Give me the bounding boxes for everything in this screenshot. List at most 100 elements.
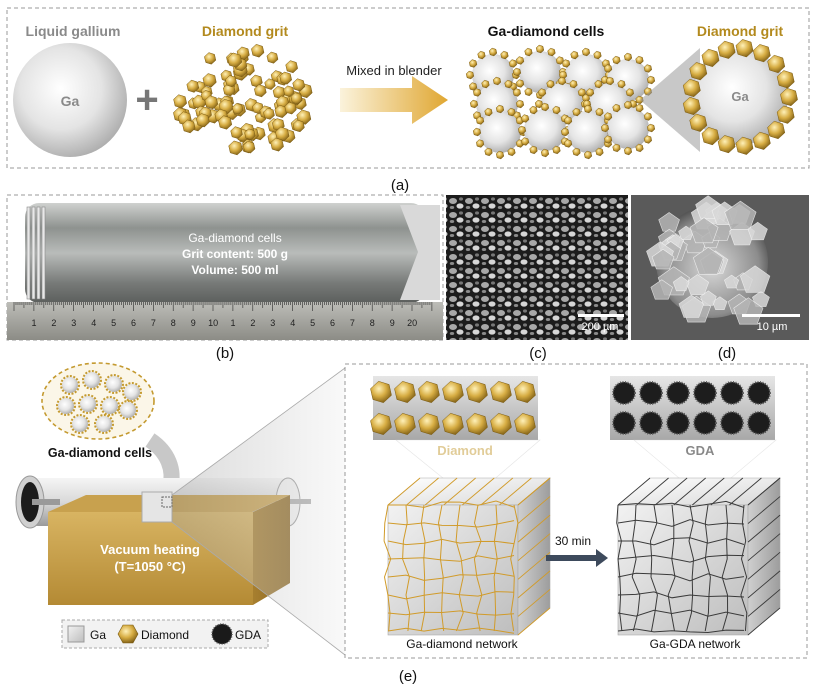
- diamond-particle: [507, 147, 516, 157]
- diamond-particle: [290, 92, 303, 105]
- diamond-particle: [244, 128, 256, 140]
- ruler-number: 1: [230, 318, 235, 328]
- diamond-particle: [625, 88, 634, 97]
- caption-b: (b): [216, 345, 234, 362]
- ruler-number: 3: [71, 318, 76, 328]
- gda-interface-band: [610, 376, 775, 440]
- diamond-particle: [643, 112, 652, 121]
- ruler-number: 9: [390, 318, 395, 328]
- ruler-number: 6: [131, 318, 136, 328]
- diamond-particle: [279, 71, 292, 85]
- diamond-particle: [577, 88, 586, 97]
- gallium-sphere: [13, 43, 127, 157]
- diamond-particle: [292, 119, 305, 133]
- ruler-number: 2: [51, 318, 56, 328]
- diamond-particle: [230, 126, 243, 139]
- diamond-particle: [218, 115, 233, 130]
- diamond-particle: [552, 105, 561, 115]
- diamond-particle: [735, 39, 754, 58]
- diamond-particle: [635, 143, 644, 153]
- bubble-ga-cell: [80, 396, 96, 412]
- mixing-arrow-label: Mixed in blender: [346, 63, 442, 78]
- diamond-particle: [546, 79, 555, 89]
- diamond-particle: [595, 147, 604, 157]
- gda-particle: [748, 412, 770, 434]
- diamond-particle: [204, 52, 217, 65]
- sem-high-mag-facets: [646, 195, 771, 325]
- diamond-particle: [204, 95, 219, 110]
- ruler-number: 10: [208, 318, 218, 328]
- diamond-particle: [473, 88, 482, 97]
- ruler-number: 5: [310, 318, 315, 328]
- diamond-particle: [243, 140, 256, 154]
- diamond-particle: [270, 137, 284, 152]
- diamond-particle: [605, 76, 615, 86]
- diamond-particle: [617, 79, 626, 89]
- diamond-particle: [646, 75, 656, 85]
- diamond-particle: [776, 70, 795, 89]
- diamond-particle: [476, 116, 485, 125]
- legend-gda-label: GDA: [235, 628, 261, 642]
- bubble-ga-cell: [72, 416, 88, 432]
- diamond-particle: [283, 85, 295, 97]
- diamond-particle: [586, 88, 595, 97]
- cell-diamond-grit-label: Diamond grit: [697, 23, 784, 39]
- single-cell-ga-label: Ga: [731, 89, 749, 104]
- ruler-number: 1: [31, 318, 36, 328]
- ga-diamond-cells-cluster: [465, 44, 656, 160]
- diamond-particle: [484, 147, 493, 157]
- diamond-particle: [581, 47, 591, 57]
- diamond-particle: [492, 76, 502, 86]
- diamond-particle: [780, 87, 798, 107]
- diamond-particle: [488, 47, 498, 57]
- diamond-particle: [552, 145, 561, 155]
- diamond-particle: [583, 104, 593, 114]
- diamond-particle: [564, 139, 573, 148]
- ruler-number: 7: [151, 318, 156, 328]
- diamond-grit-pile: [173, 44, 313, 156]
- gda-particle: [721, 382, 743, 404]
- gda-particle: [748, 382, 770, 404]
- vacuum-heating-label: Vacuum heating: [100, 542, 200, 557]
- diamond-particle: [538, 88, 547, 97]
- diamond-particle: [514, 413, 536, 435]
- diamond-particle: [535, 44, 545, 54]
- legend-ga-label: Ga: [90, 628, 106, 642]
- diamond-particle: [735, 136, 754, 155]
- diamond-particle: [776, 105, 795, 124]
- diamond-particle: [612, 103, 621, 113]
- diamond-particle: [623, 100, 633, 110]
- diamond-particle: [534, 99, 544, 109]
- diamond-particle: [572, 147, 581, 157]
- bubble-ga-cell: [106, 376, 122, 392]
- tube-label-line2: Grit content: 500 g: [182, 247, 288, 261]
- diamond-particle: [481, 79, 490, 89]
- diamond-particle: [490, 381, 512, 403]
- scale-bar-c-label: 200 µm: [582, 321, 619, 333]
- gda-particle: [640, 412, 662, 434]
- diamond-particle: [466, 381, 488, 403]
- diamond-particle: [370, 381, 392, 403]
- diamond-particle: [418, 381, 440, 403]
- ruler-number: 2: [250, 318, 255, 328]
- ruler-number: 5: [111, 318, 116, 328]
- gda-particle: [694, 412, 716, 434]
- scale-bar-d-label: 10 µm: [757, 321, 788, 333]
- diamond-particle: [195, 113, 210, 128]
- tube-label-line3: Volume: 500 ml: [191, 263, 278, 277]
- diamond-particle: [562, 59, 571, 68]
- diamond-particle: [484, 107, 493, 117]
- diamond-particle: [623, 146, 633, 156]
- diamond-particle: [516, 79, 525, 88]
- diamond-grit-label: Diamond grit: [202, 23, 289, 39]
- bubble-ga-cell: [58, 398, 74, 414]
- diamond-particle: [540, 148, 550, 158]
- diamond-particle: [251, 44, 265, 58]
- diamond-particle: [612, 143, 621, 153]
- diamond-particle: [472, 127, 482, 137]
- ga-diamond-network-cube: [383, 477, 551, 636]
- diamond-particle: [521, 114, 530, 123]
- diamond-particle: [524, 47, 533, 57]
- gda-interface-particles: [612, 381, 771, 435]
